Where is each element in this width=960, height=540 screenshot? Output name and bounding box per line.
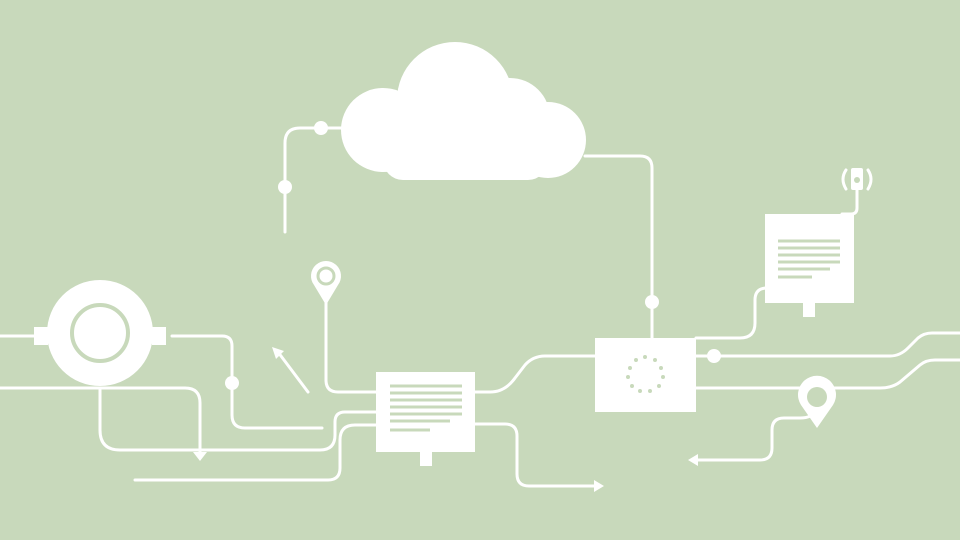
- junction-dot: [225, 376, 239, 390]
- signal-icon: [841, 168, 873, 191]
- line-ring-down: [98, 388, 380, 452]
- server-dots: [626, 355, 665, 393]
- junction-dot: [278, 180, 292, 194]
- line-pin-doc: [324, 296, 380, 394]
- map-pin-icon: [798, 375, 836, 428]
- map-pin-icon: [311, 261, 342, 305]
- junction-dot: [314, 121, 328, 135]
- line-ring-bottom: [0, 386, 202, 454]
- line-server-right-top: [694, 331, 960, 358]
- connection-lines: [0, 126, 960, 488]
- junction-dot: [645, 295, 659, 309]
- line-cloud-left: [283, 126, 347, 234]
- line-server-right-low: [694, 358, 960, 390]
- line-doc-server: [472, 354, 598, 394]
- line-doc-right-arrow: [472, 422, 600, 488]
- junction-dot: [707, 349, 721, 363]
- junction-dots: [225, 121, 721, 390]
- line-cloud-server: [583, 154, 654, 340]
- arrow-icon: [594, 480, 604, 492]
- arrow-icon: [193, 452, 207, 461]
- arrowheads: [193, 347, 698, 492]
- ring-icon: [34, 280, 166, 386]
- line-arrow-up-left: [276, 350, 310, 394]
- line-server-doc-right: [694, 286, 772, 340]
- line-bottom-left: [133, 423, 380, 482]
- document-icon: [376, 372, 475, 466]
- document-icon: [765, 214, 854, 317]
- cloud-icon: [341, 42, 586, 180]
- arrow-icon: [688, 454, 698, 466]
- server-icon: [595, 338, 696, 412]
- arrow-icon: [272, 347, 284, 359]
